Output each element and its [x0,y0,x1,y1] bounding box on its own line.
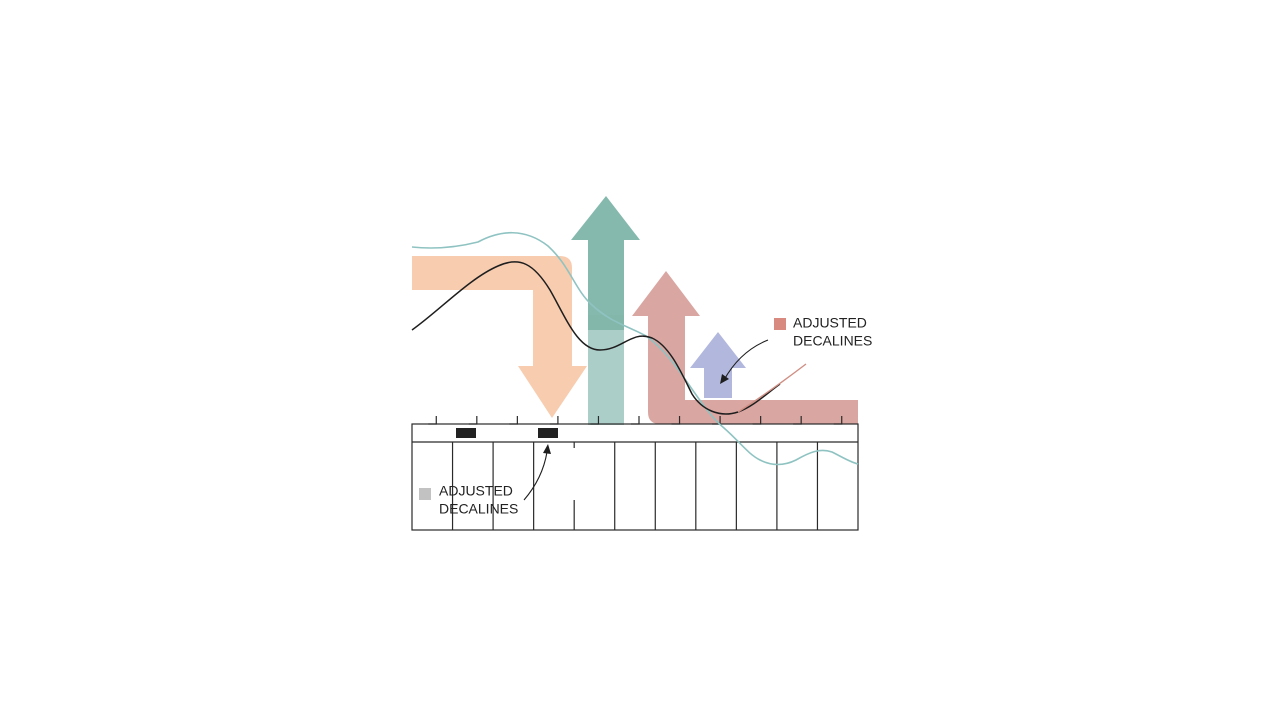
grid-marker [456,428,476,438]
grid-tick-mark [509,416,518,425]
annotation-left-line1: ADJUSTED [439,483,513,499]
grid-tick-mark [631,416,640,425]
teal-up-arrow-icon [571,196,640,425]
red-bent-arrow-icon [632,271,858,424]
legend-swatch-red [774,318,786,330]
annotation-right-line2: DECALINES [793,333,872,349]
annotation-left-arrow [523,451,548,501]
grid-tick-mark [671,416,681,425]
legend-swatch-gray [419,488,431,500]
grid-tick-mark [549,416,559,425]
annotation-left-line2: DECALINES [439,501,518,517]
orange-bent-arrow-icon [412,256,587,418]
black-curve [411,261,781,415]
teal-arrow-head [571,196,640,330]
teal-arrow-lower-shaft [588,315,624,425]
annotation-right-arrowhead [720,374,729,384]
annotation-left-arrowhead [543,444,551,454]
grid-tick-mark [468,416,478,425]
right-annotation: ADJUSTED DECALINES [720,315,872,384]
grid-marker [538,428,558,438]
teal-curve [411,232,859,466]
annotation-right-arrow [723,339,769,381]
left-annotation: ADJUSTED DECALINES [419,444,551,517]
red-curve [737,363,807,413]
grid-tick-mark [428,416,437,425]
grid-top-ticks [428,416,843,425]
annotation-right-line1: ADJUSTED [793,315,867,331]
violet-up-arrow-icon [690,332,746,398]
grid-tick-mark [590,416,600,425]
grid-tick-mark [833,416,843,425]
grid-tick-mark [752,416,762,425]
grid-tick-mark [793,416,802,425]
